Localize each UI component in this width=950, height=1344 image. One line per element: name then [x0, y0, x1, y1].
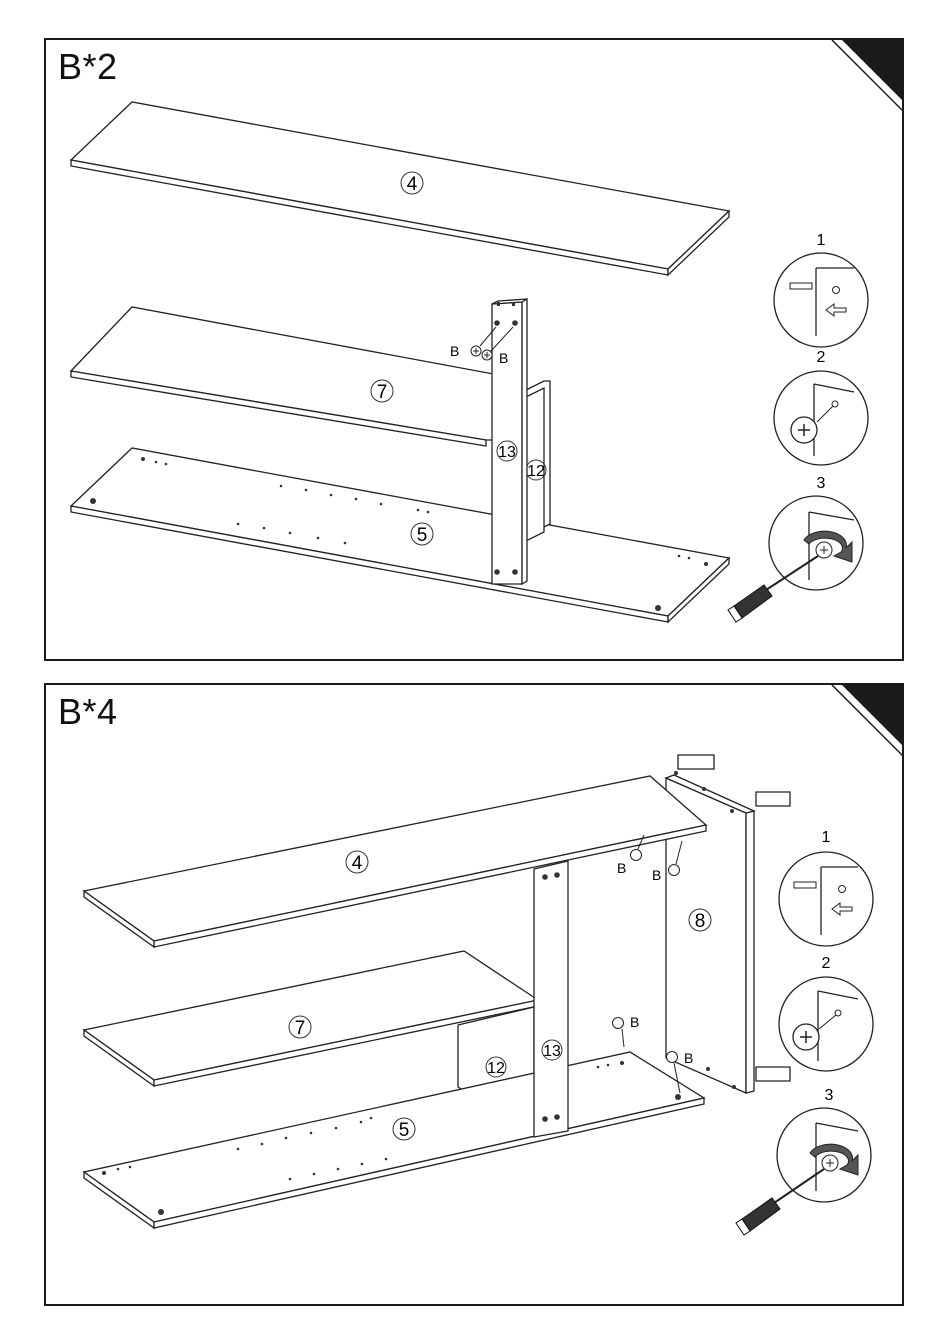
quantity-label: B*2	[58, 46, 118, 88]
dowel-icon	[790, 283, 812, 289]
dowel-icon	[794, 882, 816, 888]
assembly-step-1: 4 7 5 12	[44, 38, 904, 661]
step-2-diagram: 8 4 7 12	[46, 685, 904, 1306]
hardware-label-b: B	[450, 343, 459, 359]
detail-step-number: 2	[817, 349, 826, 366]
part-number-13: 13	[498, 444, 516, 461]
board-7	[71, 307, 526, 446]
detail-insert-dowel	[774, 253, 868, 347]
board-4	[71, 102, 729, 275]
detail-tighten-cam	[736, 1108, 871, 1235]
hardware-label-b: B	[652, 867, 661, 883]
hardware-label-b: B	[630, 1014, 639, 1030]
detail-insert-cam	[774, 371, 868, 465]
corner-tab-icon	[842, 685, 904, 749]
part-number-7: 7	[295, 1018, 306, 1039]
screwdriver-icon	[736, 1198, 780, 1235]
detail-step-number: 1	[822, 829, 831, 846]
post-13	[534, 861, 568, 1137]
assembly-step-2: 8 4 7 12	[44, 683, 904, 1306]
corner-tab-icon	[842, 40, 904, 104]
part-number-12: 12	[527, 463, 545, 480]
part-number-4: 4	[352, 853, 363, 874]
board-4	[84, 776, 706, 947]
part-number-7: 7	[377, 382, 388, 403]
part-number-5: 5	[399, 1120, 410, 1141]
part-number-8: 8	[695, 911, 706, 932]
hardware-label-b: B	[684, 1050, 693, 1066]
detail-tighten-cam	[728, 496, 863, 622]
detail-step-number: 3	[825, 1087, 834, 1104]
detail-step-number: 3	[817, 475, 826, 492]
detail-step-number: 2	[822, 955, 831, 972]
detail-step-number: 1	[817, 232, 826, 249]
hardware-label-b: B	[617, 860, 626, 876]
part-number-13: 13	[543, 1043, 561, 1060]
detail-insert-dowel	[779, 852, 873, 946]
step-1-diagram: 4 7 5 12	[46, 40, 904, 661]
board-5	[71, 448, 729, 622]
part-number-12: 12	[487, 1060, 505, 1077]
quantity-label: B*4	[58, 691, 118, 733]
part-number-5: 5	[417, 525, 428, 546]
detail-insert-cam	[779, 977, 873, 1071]
part-number-4: 4	[407, 174, 418, 195]
screwdriver-icon	[728, 585, 772, 622]
hardware-label-b: B	[499, 350, 508, 366]
